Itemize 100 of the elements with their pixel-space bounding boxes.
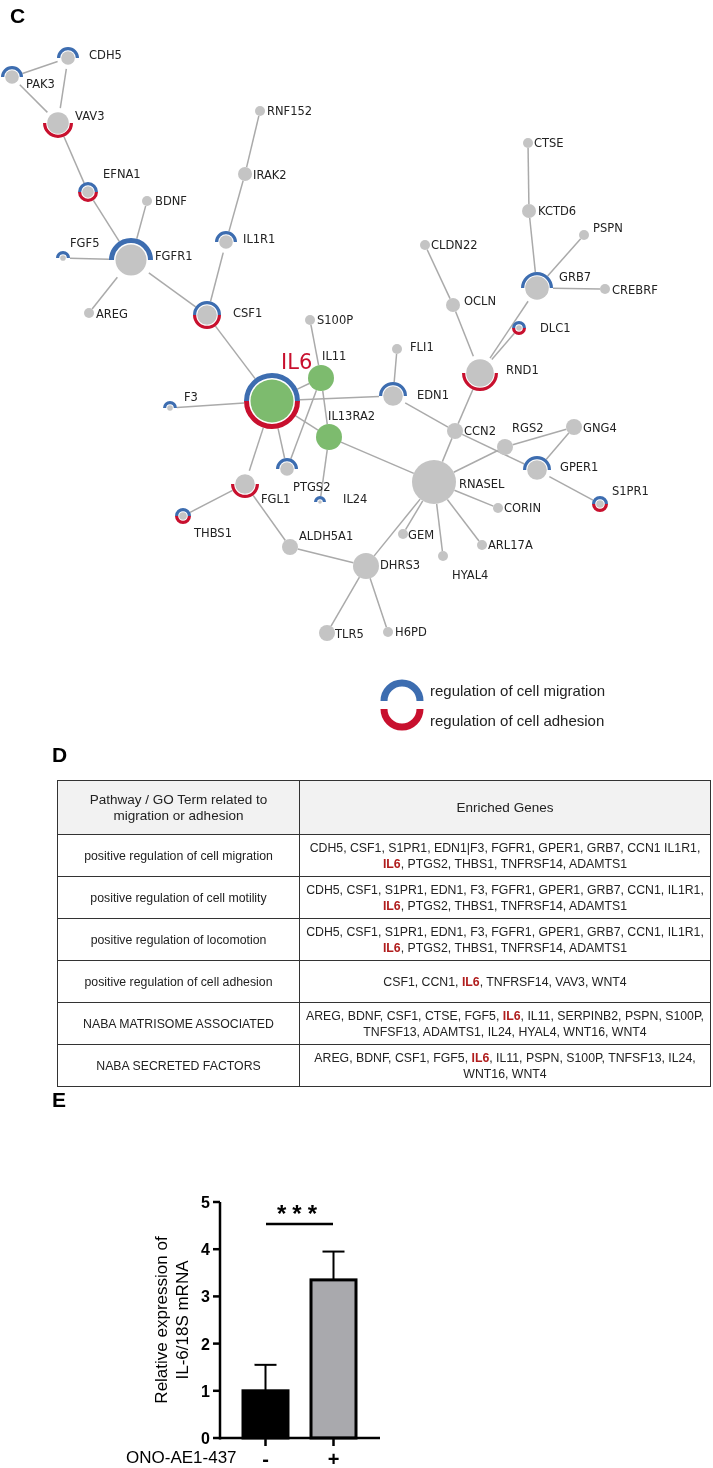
table-cell: positive regulation of locomotion — [57, 918, 300, 961]
interaction-line — [435, 503, 444, 552]
gene-label: PTGS2 — [293, 479, 331, 495]
interaction-line — [290, 389, 318, 460]
interaction-line — [489, 300, 529, 359]
interaction-line — [248, 426, 265, 472]
table-cell: CDH5, CSF1, S1PR1, EDN1|F3, FGFR1, GPER1, GRB7, CCN1 IL1R1, IL6, PTGS2, THBS1, TNFRSF14, ADAMTS1 — [299, 834, 711, 877]
interaction-line — [453, 449, 499, 473]
interaction-line — [491, 332, 516, 361]
gene-label: DHRS3 — [380, 557, 421, 573]
gene-label: CREBRF — [612, 282, 658, 298]
interaction-line — [214, 325, 256, 380]
interaction-line — [340, 441, 415, 475]
gene-label: IRAK2 — [253, 167, 287, 183]
interaction-line — [426, 248, 451, 300]
interaction-line — [454, 310, 475, 357]
gene-label: HYAL4 — [452, 567, 489, 583]
gene-label: OCLN — [464, 293, 497, 309]
interaction-line — [546, 238, 582, 277]
legend-label: regulation of cell migration — [430, 681, 606, 699]
y-tick-label: 3 — [201, 1288, 211, 1306]
table-cell: positive regulation of cell motility — [57, 876, 300, 919]
y-tick-label: 2 — [201, 1335, 211, 1353]
gene-label: EDN1 — [417, 387, 450, 403]
interaction-line — [91, 276, 119, 310]
interaction-line — [148, 272, 197, 308]
gene-label: ARL17A — [488, 537, 533, 553]
legend-label: regulation of cell adhesion — [430, 711, 605, 729]
y-tick-label: 0 — [201, 1430, 211, 1447]
interaction-line — [59, 68, 68, 109]
interaction-line — [461, 433, 526, 465]
gene-label: RNF152 — [267, 103, 313, 119]
interaction-line — [548, 475, 594, 501]
gene-label: EFNA1 — [103, 166, 141, 182]
panel-letter: C — [10, 4, 26, 28]
interaction-line — [528, 217, 537, 273]
gene-label: S100P — [317, 312, 354, 328]
interaction-line — [189, 489, 234, 514]
gene-label: IL11 — [322, 348, 347, 364]
interaction-line — [457, 388, 474, 425]
interaction-line — [297, 548, 355, 564]
gene-label: IL13RA2 — [328, 408, 376, 424]
interaction-line — [294, 415, 319, 431]
table-cell: NABA MATRISOME ASSOCIATED — [57, 1002, 300, 1045]
interaction-line — [369, 577, 388, 628]
gene-label: TLR5 — [335, 626, 364, 642]
interaction-line — [322, 390, 328, 425]
gene-label: GNG4 — [583, 420, 617, 436]
gene-label: IL1R1 — [243, 231, 276, 247]
interaction-line — [21, 60, 59, 75]
table-cell: positive regulation of cell migration — [57, 834, 300, 877]
gene-label: THBS1 — [194, 525, 232, 541]
table-cell: positive regulation of cell adhesion — [57, 960, 300, 1003]
gene-label: CLDN22 — [431, 237, 478, 253]
table-cell: NABA SECRETED FACTORS — [57, 1044, 300, 1087]
gene-label: CCN2 — [464, 423, 496, 439]
gene-label: CDH5 — [89, 47, 122, 63]
gene-label: AREG — [96, 306, 129, 322]
interaction-line — [404, 500, 424, 531]
interaction-line — [299, 395, 380, 401]
interaction-line — [373, 498, 421, 557]
interaction-line — [209, 251, 224, 303]
interaction-line — [527, 147, 530, 205]
gene-label: RGS2 — [512, 420, 544, 436]
y-tick-label: 1 — [201, 1382, 211, 1400]
table-cell: AREG, BDNF, CSF1, FGF5, IL6, IL11, PSPN, S100P, TNFSF13, IL24, WNT16, WNT4 — [299, 1044, 711, 1087]
gene-label: ALDH5A1 — [299, 528, 354, 544]
table-cell: CDH5, CSF1, S1PR1, EDN1, F3, FGFR1, GPER1, GRB7, CCN1, IL1R1, IL6, PTGS2, THBS1, TNFRSF14, ADAMTS1 — [299, 876, 711, 919]
interaction-line — [92, 199, 120, 243]
gene-label: S1PR1 — [612, 483, 649, 499]
panel-letter: E — [52, 1088, 66, 1112]
interaction-line — [245, 115, 260, 168]
gene-label: GEM — [408, 527, 435, 543]
gene-label: CORIN — [504, 500, 542, 516]
interaction-line — [441, 437, 453, 463]
gene-label: DLC1 — [540, 320, 571, 336]
table-cell: AREG, BDNF, CSF1, CTSE, FGF5, IL6, IL11, SERPINB2, PSPN, S100P, TNFSF13, ADAMTS1, IL24, HYAL4, WNT16, WNT4 — [299, 1002, 711, 1045]
interaction-line — [252, 494, 287, 542]
table-cell: CSF1, CCN1, IL6, TNFRSF14, VAV3, WNT4 — [299, 960, 711, 1003]
gene-label: GRB7 — [559, 269, 592, 285]
interaction-line — [552, 287, 601, 290]
gene-label: CTSE — [534, 135, 564, 151]
table-header-cell: Pathway / GO Term related to migration or adhesion — [57, 780, 300, 835]
gene-label: IL24 — [343, 491, 368, 507]
interaction-line — [545, 432, 570, 461]
gene-label: IL6 — [281, 349, 313, 376]
y-tick-label: 4 — [201, 1241, 211, 1259]
gene-label: FGF5 — [70, 235, 100, 251]
gene-label: GPER1 — [560, 459, 599, 475]
gene-label: FLI1 — [410, 339, 434, 355]
interaction-line — [296, 382, 310, 390]
interaction-line — [404, 402, 449, 428]
y-axis: 0 1 2 3 4 5 — [201, 1194, 222, 1447]
gene-label: PSPN — [593, 220, 623, 236]
gene-label: VAV3 — [75, 108, 105, 124]
gene-label: FGFR1 — [155, 248, 193, 264]
interaction-line — [69, 257, 110, 261]
gene-label: KCTD6 — [538, 203, 577, 219]
gene-label: CSF1 — [233, 305, 263, 321]
y-tick-label: 5 — [201, 1194, 211, 1211]
